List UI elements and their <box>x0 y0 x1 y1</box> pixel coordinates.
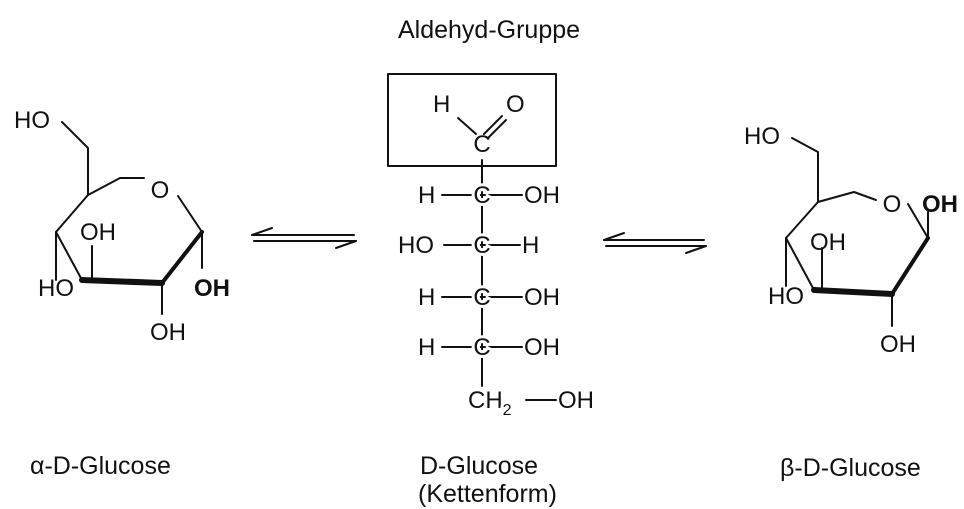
beta-bold-right-edge <box>890 236 930 296</box>
beta-bond-c5-c4 <box>785 201 819 239</box>
ch2-group-label: CH2 <box>468 387 512 419</box>
aldehyde-group-title: Aldehyd-Gruppe <box>398 16 580 44</box>
equilibrium-arrows-right <box>603 232 707 254</box>
alpha-bond-c4-c3 <box>55 231 83 281</box>
alpha-oh-inner-label: OH <box>80 219 116 246</box>
beta-anomeric-oh-label: OH <box>922 191 958 218</box>
alpha-ho-bottom-label: HO <box>38 275 74 302</box>
ch-label: CH <box>468 387 503 414</box>
alpha-bold-front-edge <box>79 277 165 286</box>
alpha-bond-o-c1 <box>177 195 203 233</box>
beta-glucose-caption: β-D-Glucose <box>780 454 921 482</box>
aldehyde-group-box <box>387 73 557 167</box>
row4-carbon-label: C <box>473 334 490 361</box>
beta-ring-upper-bonds <box>791 137 877 203</box>
beta-oh-inner-label: OH <box>810 229 846 256</box>
beta-bond-o-c1 <box>907 203 929 239</box>
row2-right-label: H <box>522 232 539 259</box>
aldehyde-h-c-bond <box>457 117 477 135</box>
ch2-subscript: 2 <box>503 402 512 419</box>
alpha-oh-bottom-label: OH <box>150 319 186 346</box>
row1-left-label: H <box>418 182 435 209</box>
open-chain-glucose-structure: H O C H C OH HO C H H C OH H C OH CH2 OH <box>387 73 594 422</box>
chain-caption-line2: (Kettenform) <box>418 480 557 508</box>
row2-left-label: HO <box>398 232 434 259</box>
aldehyde-h-label: H <box>433 91 450 118</box>
alpha-ring-oxygen-label: O <box>151 177 170 204</box>
alpha-ring-upper-bonds <box>61 121 145 196</box>
beta-glucose-structure: HO O OH OH HO OH <box>744 123 958 358</box>
row1-right-label: OH <box>524 182 560 209</box>
aldehyde-double-bond-2 <box>487 119 507 139</box>
alpha-anomeric-oh-label: OH <box>194 275 230 302</box>
row3-left-label: H <box>418 284 435 311</box>
beta-ring-oxygen-label: O <box>883 191 902 218</box>
alpha-ho-top-label: HO <box>14 107 50 134</box>
alpha-bold-right-edge <box>160 230 204 285</box>
alpha-glucose-structure: HO O OH HO OH OH <box>14 107 230 346</box>
alpha-bond-c4-c5 <box>55 194 89 233</box>
alpha-glucose-caption: α-D-Glucose <box>30 452 171 480</box>
equilibrium-arrows-left <box>251 227 357 249</box>
row2-carbon-label: C <box>473 232 490 259</box>
aldehyde-o-label: O <box>506 91 525 118</box>
terminal-oh-label: OH <box>558 387 594 414</box>
beta-bold-front-edge <box>811 287 895 297</box>
chain-caption-line1: D-Glucose <box>420 452 538 480</box>
aldehyde-double-bond-1 <box>483 115 503 135</box>
row4-right-label: OH <box>524 334 560 361</box>
beta-oh-bottom-label: OH <box>880 331 916 358</box>
row3-carbon-label: C <box>473 284 490 311</box>
row3-right-label: OH <box>524 284 560 311</box>
beta-ho-bottom-label: HO <box>768 283 804 310</box>
row1-carbon-label: C <box>473 182 490 209</box>
beta-ho-top-label: HO <box>744 123 780 150</box>
beta-bond-c4-c3 <box>785 237 815 291</box>
row4-left-label: H <box>418 334 435 361</box>
aldehyde-c-label: C <box>473 131 490 158</box>
